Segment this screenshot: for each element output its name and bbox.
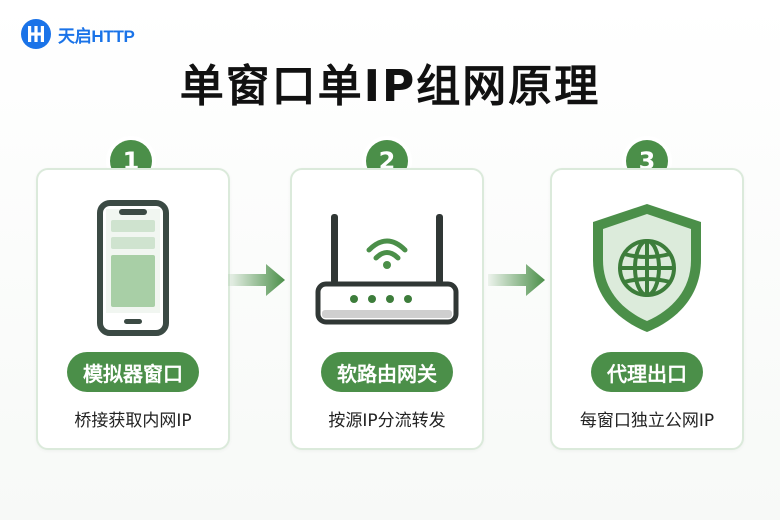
step-card-1: 模拟器窗口 桥接获取内网IP	[36, 168, 230, 450]
step-description-1: 桥接获取内网IP	[74, 411, 192, 431]
router-icon	[315, 214, 459, 325]
smartphone-icon	[97, 200, 169, 336]
arrow-right-icon	[488, 264, 545, 296]
step-description-3: 每窗口独立公网IP	[579, 411, 715, 431]
step-label-2: 软路由网关	[321, 352, 453, 392]
step-label-3: 代理出口	[591, 352, 703, 392]
step-card-3: 代理出口 每窗口独立公网IP	[550, 168, 744, 450]
step-card-2: 软路由网关 按源IP分流转发	[290, 168, 484, 450]
brand-logo-icon	[21, 19, 51, 49]
step-label-1: 模拟器窗口	[67, 352, 199, 392]
page-title: 单窗口单IP组网原理	[179, 61, 601, 112]
step-description-2: 按源IP分流转发	[328, 411, 446, 431]
arrow-right-icon	[228, 264, 285, 296]
brand-logo: 天启HTTP	[20, 18, 135, 50]
shield-globe-icon	[593, 204, 701, 332]
brand-name: 天启HTTP	[58, 26, 135, 46]
